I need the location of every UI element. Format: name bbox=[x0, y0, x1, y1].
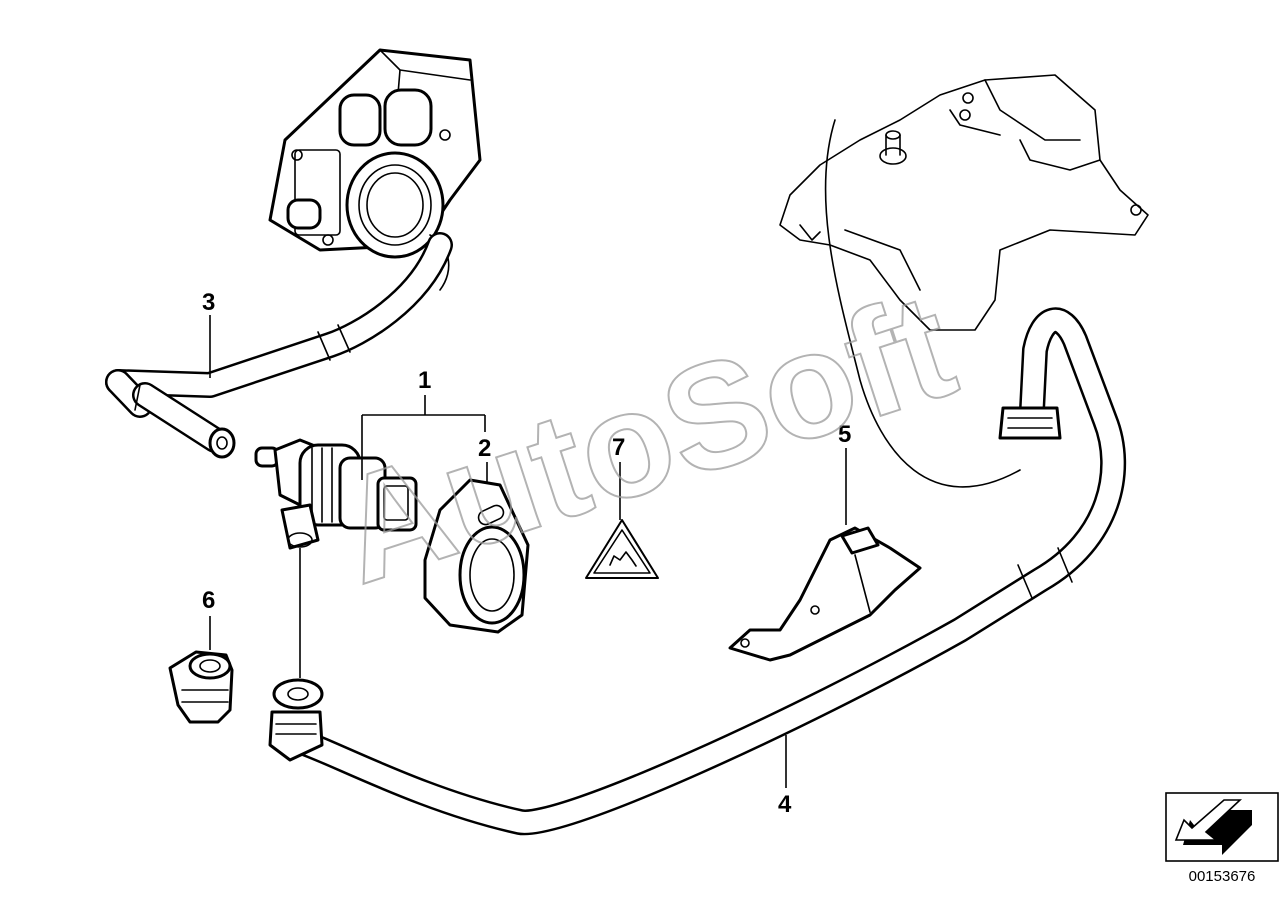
callout-2: 2 bbox=[478, 435, 491, 462]
hose-connector bbox=[272, 678, 324, 710]
diagram-id: 00153676 bbox=[1188, 868, 1256, 885]
callout-1: 1 bbox=[418, 367, 431, 394]
coolant-hose-4 bbox=[268, 307, 1127, 836]
coolant-hose-3 bbox=[105, 232, 453, 459]
callout-5: 5 bbox=[838, 421, 851, 448]
callout-4: 4 bbox=[778, 791, 792, 818]
rubber-grommet-6 bbox=[168, 650, 234, 724]
bracket-5 bbox=[728, 526, 922, 662]
callout-3: 3 bbox=[202, 289, 215, 316]
callout-6: 6 bbox=[202, 587, 215, 614]
electric-coolant-valve bbox=[254, 438, 418, 550]
throttle-body bbox=[268, 48, 482, 259]
holder-ring-2 bbox=[423, 478, 530, 634]
warning-triangle-icon bbox=[585, 519, 659, 579]
leader-lines bbox=[209, 315, 847, 788]
callout-7: 7 bbox=[612, 434, 625, 461]
expansion-tank bbox=[779, 74, 1149, 488]
arrow-left-down-icon bbox=[1165, 792, 1279, 862]
